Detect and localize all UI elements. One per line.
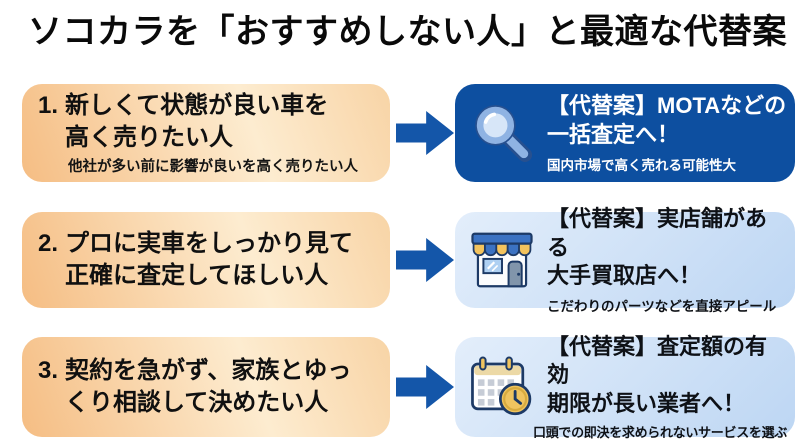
alternative-box-3: 【代替案】査定額の有効 期限が長い業者へ！ 口頭での即決を求められないサービスを… [455, 334, 795, 440]
right-arrow-icon [396, 238, 454, 282]
magnifier-icon [465, 93, 539, 173]
right-arrow-icon [396, 111, 454, 155]
alternative-box-2: 【代替案】実店舗がある 大手買取店へ！ こだわりのパーツなどを直接アピール [455, 206, 795, 314]
alternative-note: 口頭での即決を求められないサービスを選ぶ [533, 425, 788, 441]
problem-text: プロに実車をしっかり見て 正確に査定してほしい人 [65, 230, 354, 289]
row-2: 2. プロに実車をしっかり見て 正確に査定してほしい人 [0, 206, 810, 314]
alternative-note: 国内市場で高く売れる可能性大 [547, 157, 736, 173]
storefront-icon [465, 220, 539, 300]
calendar-clock-icon [465, 347, 539, 427]
alternative-title: 【代替案】実店舗がある 大手買取店へ！ [547, 206, 768, 289]
problem-number: 1. [38, 91, 59, 119]
problem-note: 他社が多い前に影響が良いを高く売りたい人 [68, 159, 358, 176]
alternative-box-1: 【代替案】MOTAなどの 一括査定へ！ 国内市場で高く売れる可能性大 [455, 84, 795, 182]
problem-text: 新しくて状態が良い車を 高く売りたい人 [65, 91, 329, 151]
problem-box-1: 1. 新しくて状態が良い車を 高く売りたい人 他社が多い前に影響が良いを高く売り… [22, 84, 390, 182]
right-arrow-icon [396, 365, 454, 409]
problem-text: 契約を急がず、家族とゆっ くり相談して決めたい人 [65, 357, 352, 416]
alternative-note: こだわりのパーツなどを直接アピール [547, 298, 777, 314]
page-title: ソコカラを「おすすめしない人」と最適な代替案 [28, 13, 787, 51]
row-3: 3. 契約を急がず、家族とゆっ くり相談して決めたい人 [0, 334, 810, 440]
problem-box-3: 3. 契約を急がず、家族とゆっ くり相談して決めたい人 [22, 337, 390, 437]
alternative-title: 【代替案】MOTAなどの 一括査定へ！ [547, 93, 787, 147]
problem-box-2: 2. プロに実車をしっかり見て 正確に査定してほしい人 [22, 212, 390, 308]
problem-number: 3. [38, 357, 59, 385]
alternative-title: 【代替案】査定額の有効 期限が長い業者へ！ [547, 333, 768, 416]
row-1: 1. 新しくて状態が良い車を 高く売りたい人 他社が多い前に影響が良いを高く売り… [0, 84, 810, 182]
problem-number: 2. [38, 230, 59, 258]
